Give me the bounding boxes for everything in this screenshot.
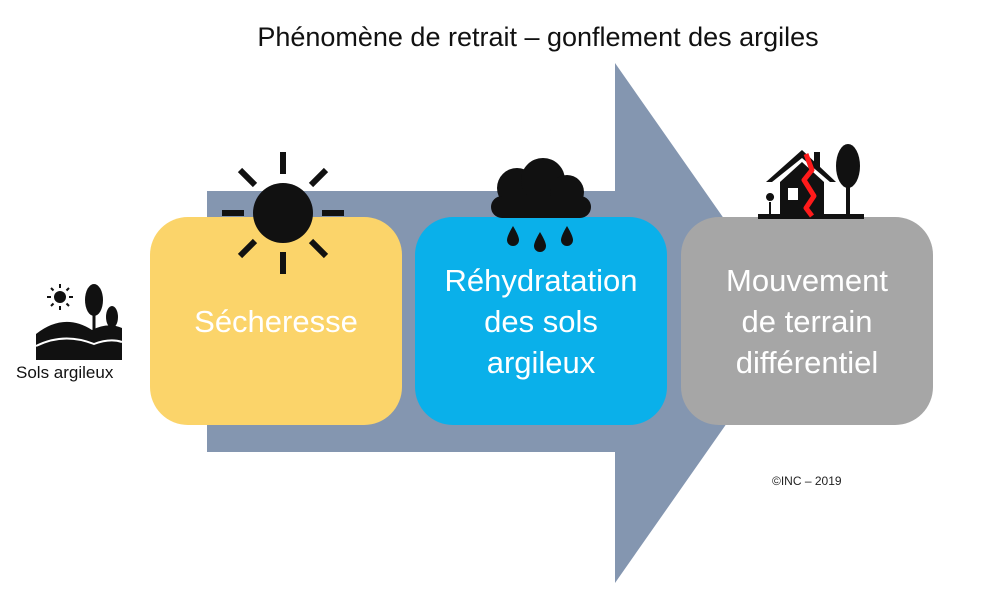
hills-shape xyxy=(36,321,122,360)
small-sun-icon xyxy=(47,284,73,310)
soil-label: Sols argileux xyxy=(16,363,114,382)
cracked-house-icon xyxy=(758,144,864,219)
step-drought: Sécheresse xyxy=(150,217,402,425)
crack-line xyxy=(801,153,817,218)
rain-cloud-icon xyxy=(491,158,591,252)
raindrop xyxy=(561,226,573,246)
sun-icon xyxy=(222,152,344,274)
copyright-text: ©INC – 2019 xyxy=(772,474,842,488)
step-label-rehydration: Réhydratation des sols argileux xyxy=(444,262,638,380)
landscape-sun-trees-icon xyxy=(35,284,123,360)
flower xyxy=(766,193,775,214)
step-ground-movement: Mouvement de terrain différentiel xyxy=(681,217,933,425)
step-label-ground-movement: Mouvement de terrain différentiel xyxy=(726,262,888,380)
raindrop xyxy=(507,226,519,246)
step-label-drought: Sécheresse xyxy=(194,303,358,339)
diagram-title: Phénomène de retrait – gonflement des ar… xyxy=(257,22,819,52)
raindrop xyxy=(534,232,546,252)
